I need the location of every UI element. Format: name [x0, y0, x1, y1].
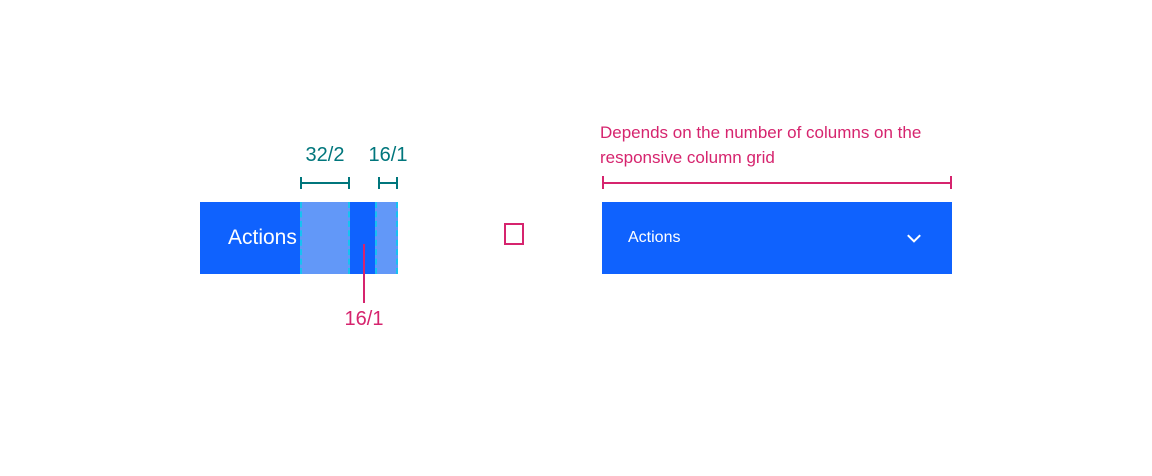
button-width-measure-line	[602, 176, 952, 189]
icon-region	[350, 202, 524, 274]
actions-dropdown-button-large[interactable]: Actions	[602, 202, 952, 274]
padding-32-measure-line	[300, 177, 350, 189]
padding-32-measure-label: 32/2	[305, 144, 345, 166]
padding-16-measure-label: 16/1	[368, 144, 408, 166]
icon-size-leader-line	[363, 244, 365, 303]
padding-16-overlay	[375, 202, 398, 274]
padding-16-measure-line	[378, 177, 398, 189]
icon-size-measure-label: 16/1	[344, 308, 384, 330]
width-note-text: Depends on the number of columns on the …	[600, 123, 922, 167]
actions-dropdown-button-small[interactable]: Actions	[200, 202, 524, 274]
chevron-down-icon	[507, 230, 521, 239]
padding-32-overlay	[300, 202, 350, 274]
chevron-down-icon	[907, 234, 921, 243]
button-label: Actions	[628, 229, 681, 246]
button-label-region: Actions	[200, 202, 300, 274]
button-label: Actions	[228, 226, 297, 249]
icon-bounds-annotation	[504, 223, 524, 245]
